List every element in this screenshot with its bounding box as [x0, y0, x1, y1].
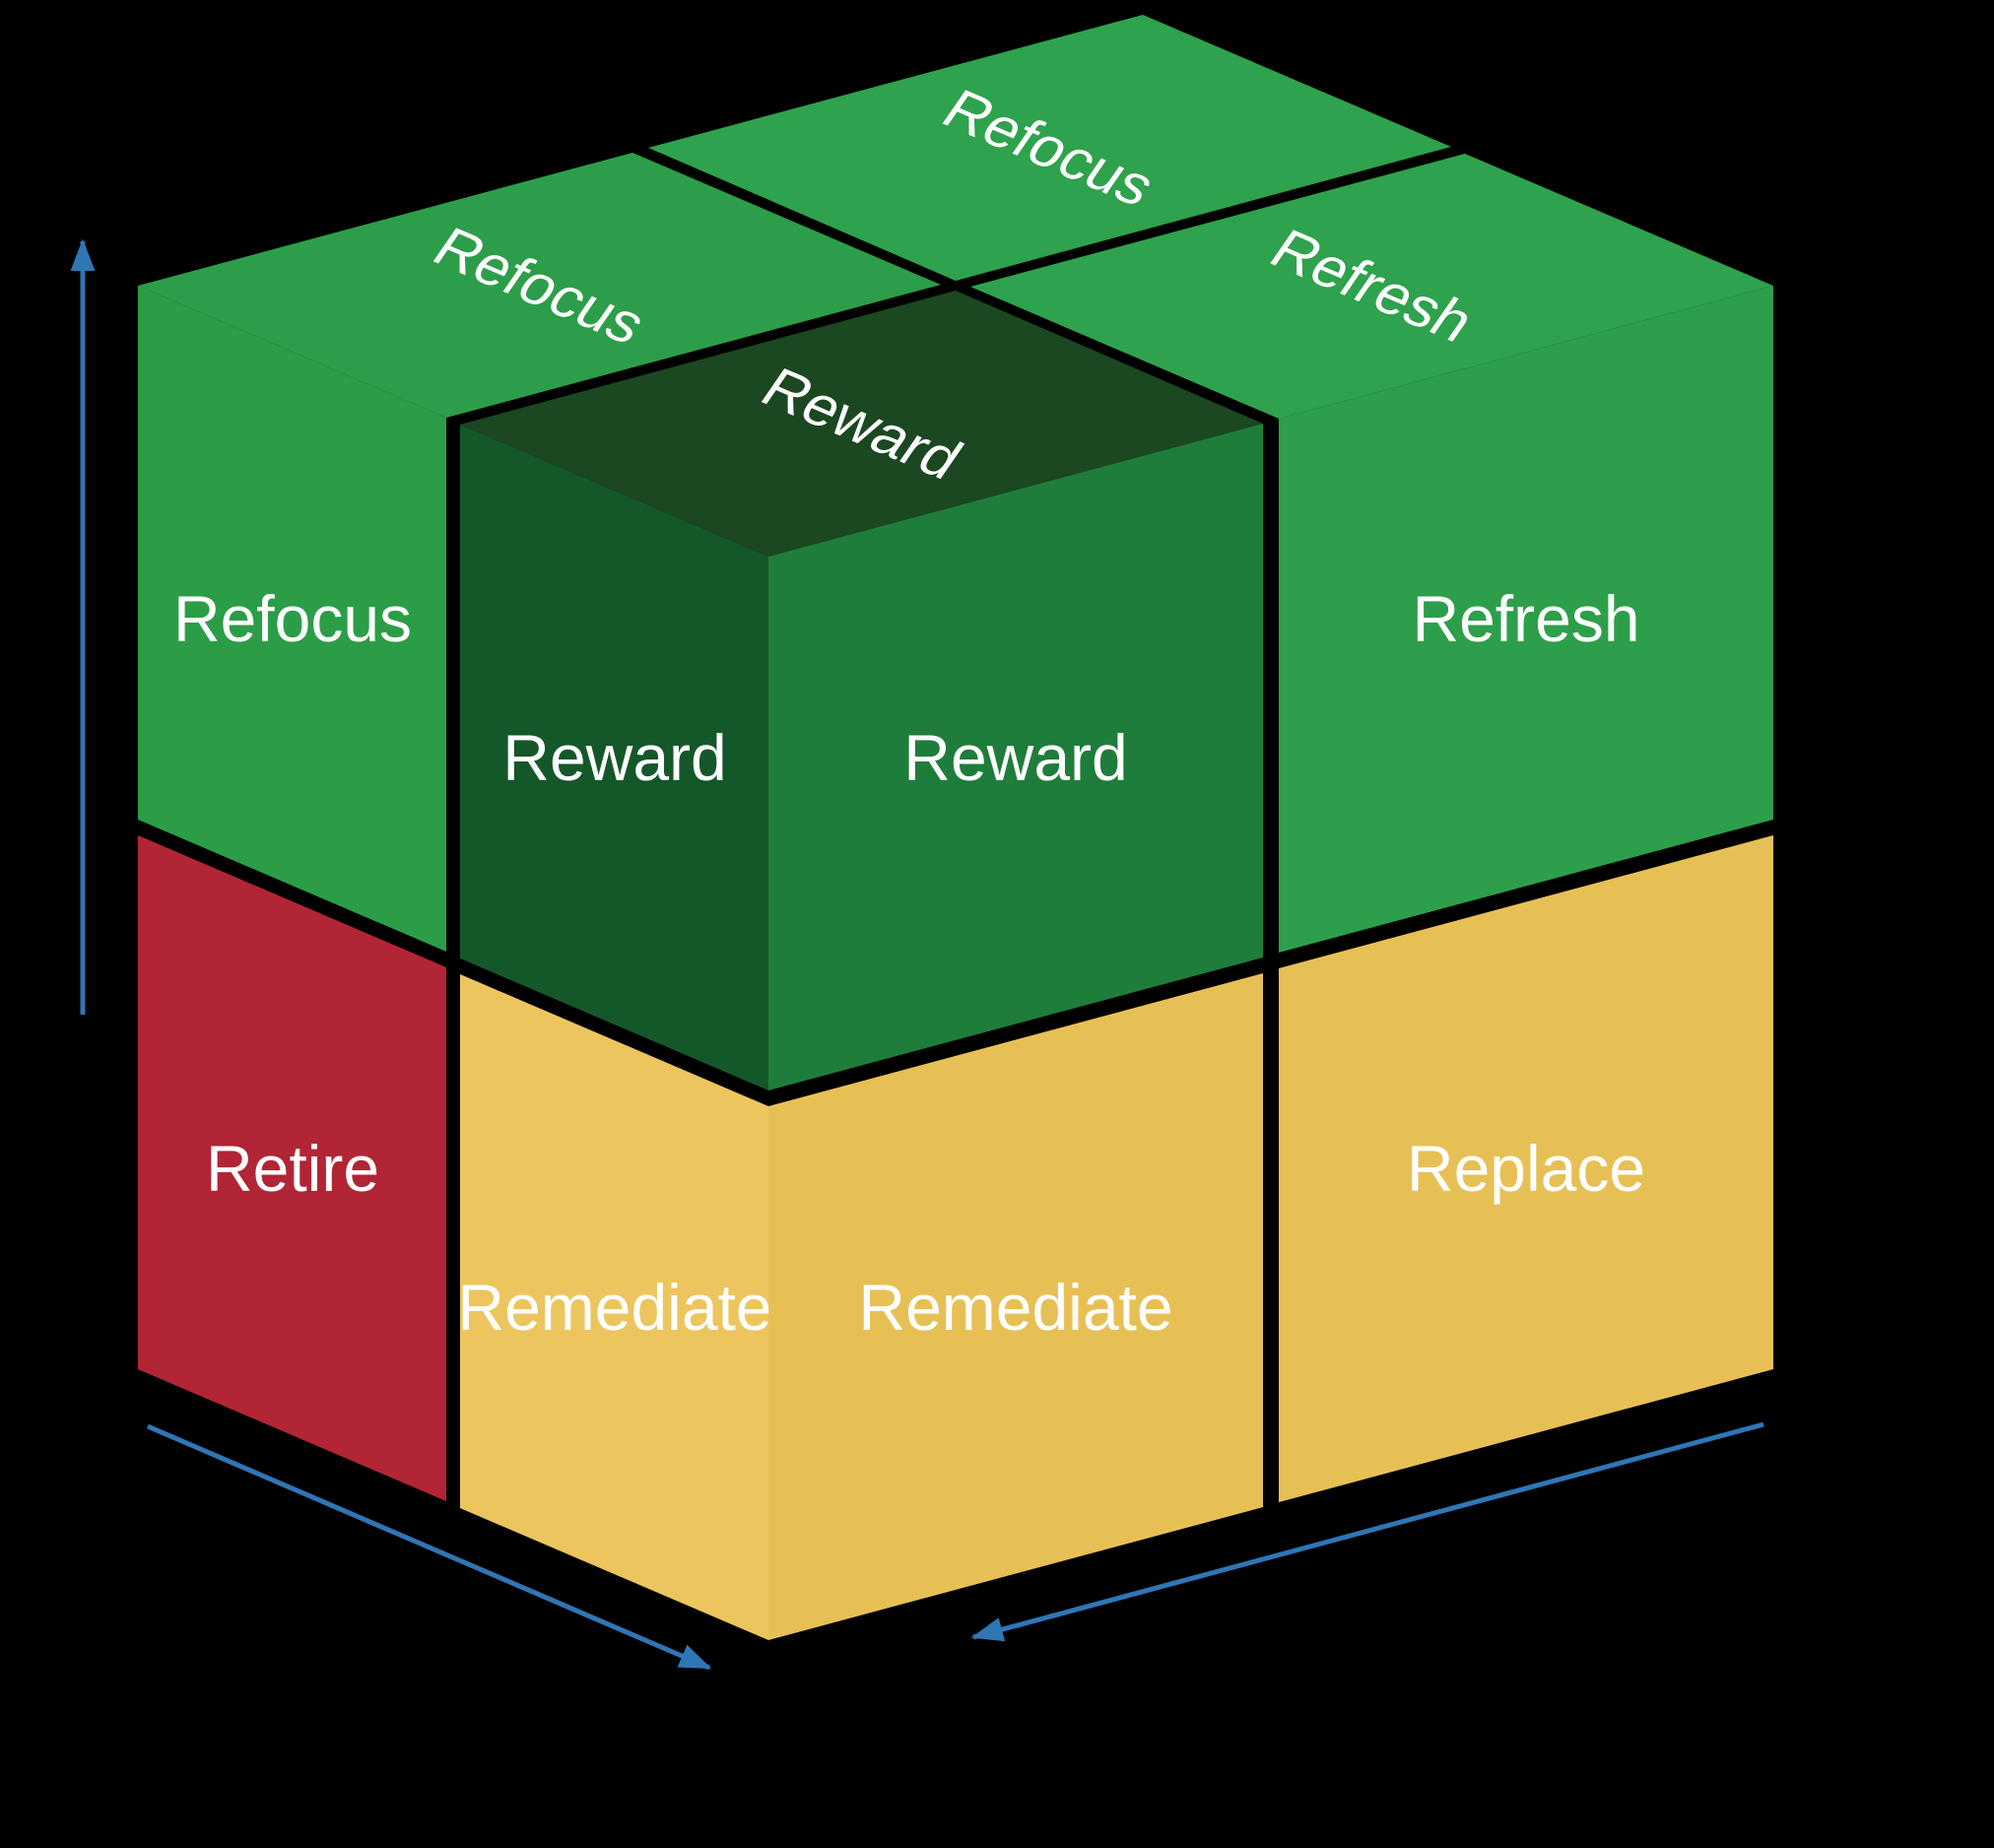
x-axis-arrow-right	[970, 1421, 1764, 1642]
right-tile-refresh	[1279, 286, 1773, 953]
left-tile-reward-label: Reward	[502, 721, 726, 794]
right-tile-refresh-label: Refresh	[1412, 582, 1639, 655]
left-tile-refocus-label: Refocus	[173, 582, 412, 655]
right-tile-replace-label: Replace	[1407, 1132, 1645, 1205]
right-tile-reward-label: Reward	[903, 721, 1127, 794]
left-face: Refocus Reward Retire Remediate	[138, 286, 772, 1640]
right-tile-reward	[768, 424, 1263, 1090]
top-face: Refocus Refresh Refocus Reward	[138, 15, 1773, 557]
top-tile-refocus-back	[648, 15, 1451, 281]
x-axis-arrow-left	[147, 1423, 712, 1671]
left-tile-remediate	[460, 974, 768, 1640]
left-tile-retire	[138, 835, 446, 1501]
left-tile-remediate-label: Remediate	[457, 1271, 771, 1344]
right-tile-remediate	[768, 973, 1263, 1640]
axes	[70, 238, 1764, 1671]
top-tile-refresh	[970, 154, 1773, 419]
top-tile-reward	[460, 291, 1263, 557]
left-tile-refocus	[138, 286, 446, 952]
left-tile-retire-label: Retire	[206, 1132, 379, 1205]
left-tile-reward	[460, 425, 768, 1090]
top-tile-refocus-left	[138, 153, 941, 418]
right-face: Reward Refresh Remediate Replace	[768, 286, 1773, 1640]
right-tile-replace	[1279, 835, 1773, 1502]
right-tile-remediate-label: Remediate	[858, 1271, 1172, 1344]
